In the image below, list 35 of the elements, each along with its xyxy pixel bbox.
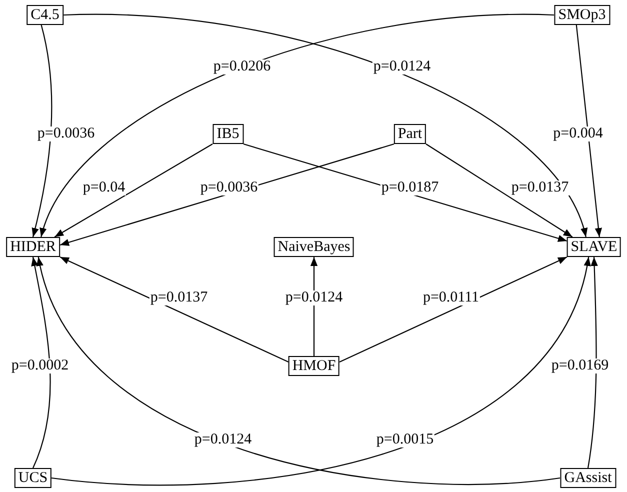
node-box: SMOp3 bbox=[554, 5, 610, 25]
edge-label: p=0.0124 bbox=[372, 60, 432, 74]
edge-label: p=0.0137 bbox=[149, 290, 209, 306]
node-box: C4.5 bbox=[26, 5, 64, 25]
edge-label: p=0.04 bbox=[82, 180, 126, 196]
node-box: IB5 bbox=[212, 124, 244, 144]
node-box: UCS bbox=[14, 468, 52, 488]
edge-label: p=0.0206 bbox=[212, 60, 272, 74]
arrow bbox=[60, 256, 289, 362]
node-box: HMOF bbox=[288, 356, 340, 376]
arrow bbox=[339, 256, 568, 362]
arrow bbox=[426, 144, 573, 238]
arrow bbox=[54, 144, 213, 238]
edge-label: p=0.0187 bbox=[380, 180, 440, 196]
arrow bbox=[587, 256, 598, 468]
edge-label: p=0.0124 bbox=[284, 290, 344, 306]
node-box: Part bbox=[394, 124, 426, 144]
arrow bbox=[60, 143, 394, 246]
node-box: HIDER bbox=[6, 237, 60, 257]
arrow bbox=[32, 24, 52, 238]
edge-label: p=0.0015 bbox=[375, 432, 435, 448]
node-box: GAssist bbox=[560, 468, 616, 488]
edge-label: p=0.0002 bbox=[10, 358, 70, 374]
edge-label: p=0.004 bbox=[552, 126, 604, 142]
node-box: NaiveBayes bbox=[274, 237, 354, 257]
edge-label: p=0.0111 bbox=[422, 290, 480, 306]
arrow bbox=[31, 256, 51, 468]
edge-label: p=0.0169 bbox=[550, 358, 610, 374]
arrow bbox=[243, 143, 568, 242]
edge-label: p=0.0036 bbox=[36, 126, 96, 142]
node-box: SLAVE bbox=[566, 237, 622, 257]
edge-label: p=0.0137 bbox=[510, 180, 570, 196]
edge-label: p=0.0036 bbox=[199, 180, 259, 196]
edge-label: p=0.0124 bbox=[193, 432, 253, 448]
arrow bbox=[576, 24, 602, 238]
